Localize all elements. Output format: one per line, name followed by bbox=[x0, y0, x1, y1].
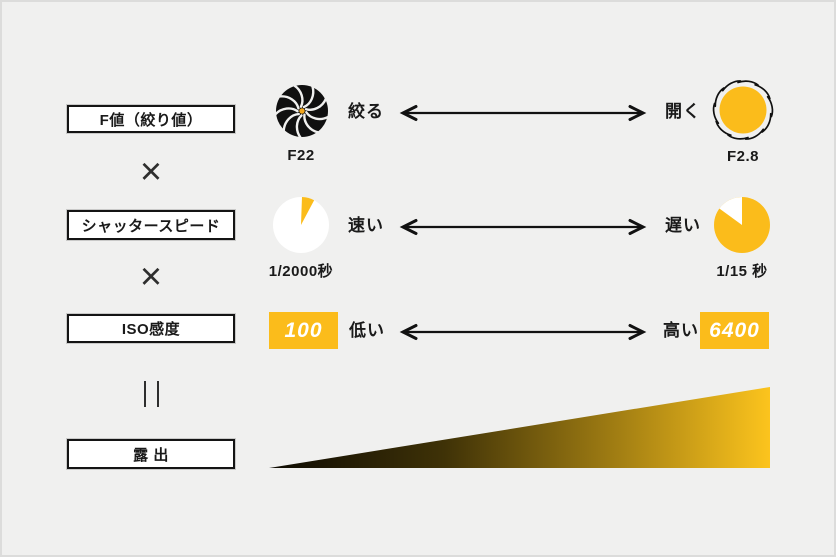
exposure-gradient-triangle bbox=[269, 387, 770, 468]
iso-high-value: 6400 bbox=[709, 318, 760, 342]
result-box-exposure: 露 出 bbox=[67, 439, 235, 469]
factor-box-iso: ISO感度 bbox=[67, 314, 235, 343]
result-box-exposure-label: 露 出 bbox=[133, 446, 169, 464]
shutter-fast-caption: 1/2000秒 bbox=[268, 263, 334, 280]
equals-icon bbox=[144, 381, 159, 407]
multiply-icon-2: × bbox=[139, 256, 163, 298]
aperture-right-end-label: 開く bbox=[665, 102, 701, 121]
shutter-right-end-label: 遅い bbox=[665, 216, 701, 235]
factor-box-aperture: F値（絞り値） bbox=[67, 105, 235, 133]
aperture-closed-caption: F22 bbox=[287, 147, 315, 164]
aperture-closed-icon bbox=[274, 84, 330, 139]
factor-box-shutter-label: シャッタースピード bbox=[81, 217, 221, 235]
shutter-slow-caption: 1/15 秒 bbox=[716, 263, 768, 280]
multiply-icon-1: × bbox=[139, 151, 163, 193]
iso-left-end-label: 低い bbox=[349, 321, 385, 340]
shutter-range-arrow bbox=[399, 219, 647, 235]
aperture-left-end-label: 絞る bbox=[348, 102, 384, 121]
iso-low-value-box: 100 bbox=[269, 312, 338, 349]
iso-range-arrow bbox=[399, 324, 647, 340]
iso-right-end-label: 高い bbox=[663, 321, 699, 340]
aperture-range-arrow bbox=[399, 105, 647, 121]
shutter-left-end-label: 速い bbox=[348, 216, 384, 235]
factor-box-aperture-label: F値（絞り値） bbox=[99, 111, 203, 129]
iso-high-value-box: 6400 bbox=[700, 312, 769, 349]
shutter-slow-pie-icon bbox=[714, 197, 770, 253]
factor-box-iso-label: ISO感度 bbox=[121, 321, 181, 338]
factor-box-shutter: シャッタースピード bbox=[67, 210, 235, 240]
iso-low-value: 100 bbox=[284, 318, 323, 342]
aperture-open-caption: F2.8 bbox=[726, 148, 759, 165]
shutter-fast-pie-icon bbox=[273, 197, 329, 253]
aperture-open-icon bbox=[712, 80, 774, 140]
